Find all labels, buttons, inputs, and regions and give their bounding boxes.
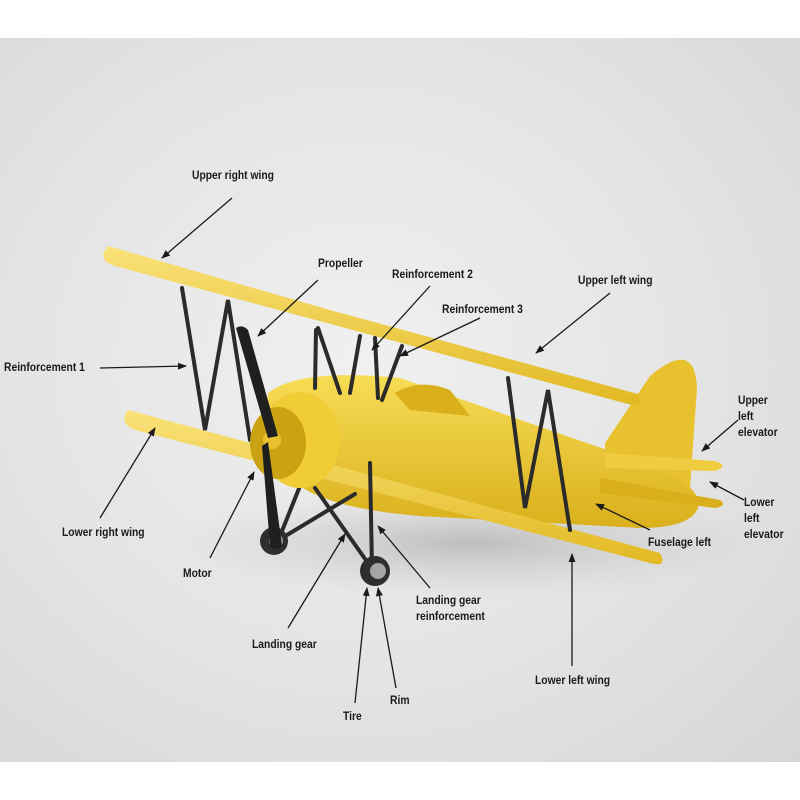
diagram-stage: Upper right wing Propeller Reinforcement… <box>0 38 800 762</box>
arrow-propeller <box>257 279 319 337</box>
label-motor: Motor <box>183 566 212 580</box>
label-lower-left-elevator: Lower left elevator <box>744 495 784 541</box>
struts <box>180 286 572 532</box>
label-landing-gear: Landing gear <box>252 637 317 651</box>
label-lower-left-wing: Lower left wing <box>535 673 611 687</box>
label-upper-right-wing: Upper right wing <box>192 168 274 182</box>
label-rim: Rim <box>390 693 410 707</box>
upper-left-elevator-shape <box>605 453 723 471</box>
arrow-rim <box>375 587 397 689</box>
arrow-reinforcement-1 <box>99 362 187 370</box>
biplane-diagram <box>99 197 770 704</box>
label-propeller: Propeller <box>318 256 363 270</box>
cockpit <box>395 384 470 416</box>
label-landing-gear-reinforcement: Landing gear reinforcement <box>416 593 485 623</box>
arrow-landing-gear-reinforcement <box>377 525 431 589</box>
arrow-lower-left-elevator <box>709 481 745 501</box>
label-upper-left-wing: Upper left wing <box>578 273 653 287</box>
arrow-landing-gear <box>287 533 346 629</box>
label-reinforcement-3: Reinforcement 3 <box>442 302 523 316</box>
arrow-motor <box>209 471 255 559</box>
propeller-blades <box>236 326 282 549</box>
arrow-upper-left-elevator <box>701 419 739 452</box>
label-reinforcement-2: Reinforcement 2 <box>392 267 473 281</box>
label-lower-right-wing: Lower right wing <box>62 525 145 539</box>
arrow-fuselage-left <box>595 503 651 531</box>
arrow-lower-right-wing <box>99 427 156 519</box>
wheel-right <box>360 556 390 586</box>
label-reinforcement-1: Reinforcement 1 <box>4 360 85 374</box>
label-upper-left-elevator: Upper left elevator <box>738 393 778 439</box>
lower-left-elevator-shape <box>600 478 724 508</box>
arrow-reinforcement-3 <box>399 317 481 357</box>
arrow-upper-left-wing <box>535 292 611 354</box>
upper-wing-shape <box>103 246 641 405</box>
arrow-tire <box>354 587 370 704</box>
label-tire: Tire <box>343 709 362 723</box>
label-fuselage-left: Fuselage left <box>648 535 712 549</box>
arrow-upper-right-wing <box>161 197 233 259</box>
arrow-reinforcement-2 <box>371 285 431 351</box>
